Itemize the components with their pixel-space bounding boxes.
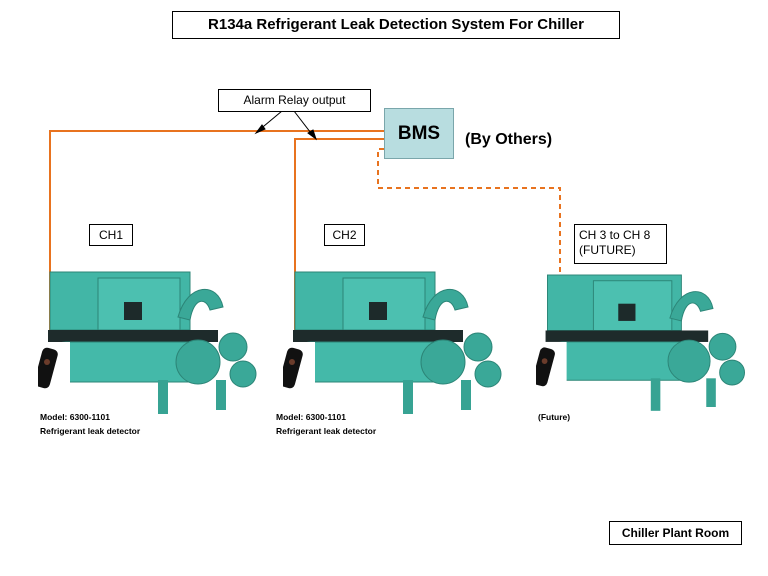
- bms-box: BMS: [384, 108, 454, 159]
- chiller-unit-ch2: [283, 271, 502, 414]
- ch1-label: CH1: [89, 224, 133, 246]
- alarm-relay-label: Alarm Relay output: [218, 89, 371, 112]
- chiller-unit-future: [536, 274, 745, 411]
- leak-detector-icon: [536, 341, 567, 395]
- future-chillers-label: CH 3 to CH 8 (FUTURE): [574, 224, 667, 264]
- ch2-label: CH2: [324, 224, 365, 246]
- ch2-caption-model: Model: 6300-1101: [276, 412, 346, 422]
- ch2-caption-desc: Refrigerant leak detector: [276, 426, 377, 436]
- ch1-caption-model: Model: 6300-1101: [40, 412, 110, 422]
- chiller-icon: [545, 274, 745, 411]
- future-chillers-label-line1: CH 3 to CH 8: [579, 228, 651, 242]
- leak-detector-icon: [38, 342, 70, 397]
- room-label: Chiller Plant Room: [609, 521, 742, 545]
- future-chillers-label-line2: (FUTURE): [579, 243, 636, 257]
- chiller-unit-ch1: [38, 271, 257, 414]
- diagram-title: R134a Refrigerant Leak Detection System …: [172, 11, 620, 39]
- ch2-caption: Model: 6300-1101 Refrigerant leak detect…: [276, 410, 376, 438]
- chiller-icon: [47, 271, 257, 414]
- leak-detector-icon: [283, 342, 315, 397]
- bms-note: (By Others): [465, 131, 553, 148]
- future-wire: [377, 148, 561, 345]
- ch1-caption: Model: 6300-1101 Refrigerant leak detect…: [40, 410, 140, 438]
- chiller-icon: [292, 271, 502, 414]
- ch1-caption-desc: Refrigerant leak detector: [40, 426, 141, 436]
- future-caption: (Future): [538, 412, 571, 422]
